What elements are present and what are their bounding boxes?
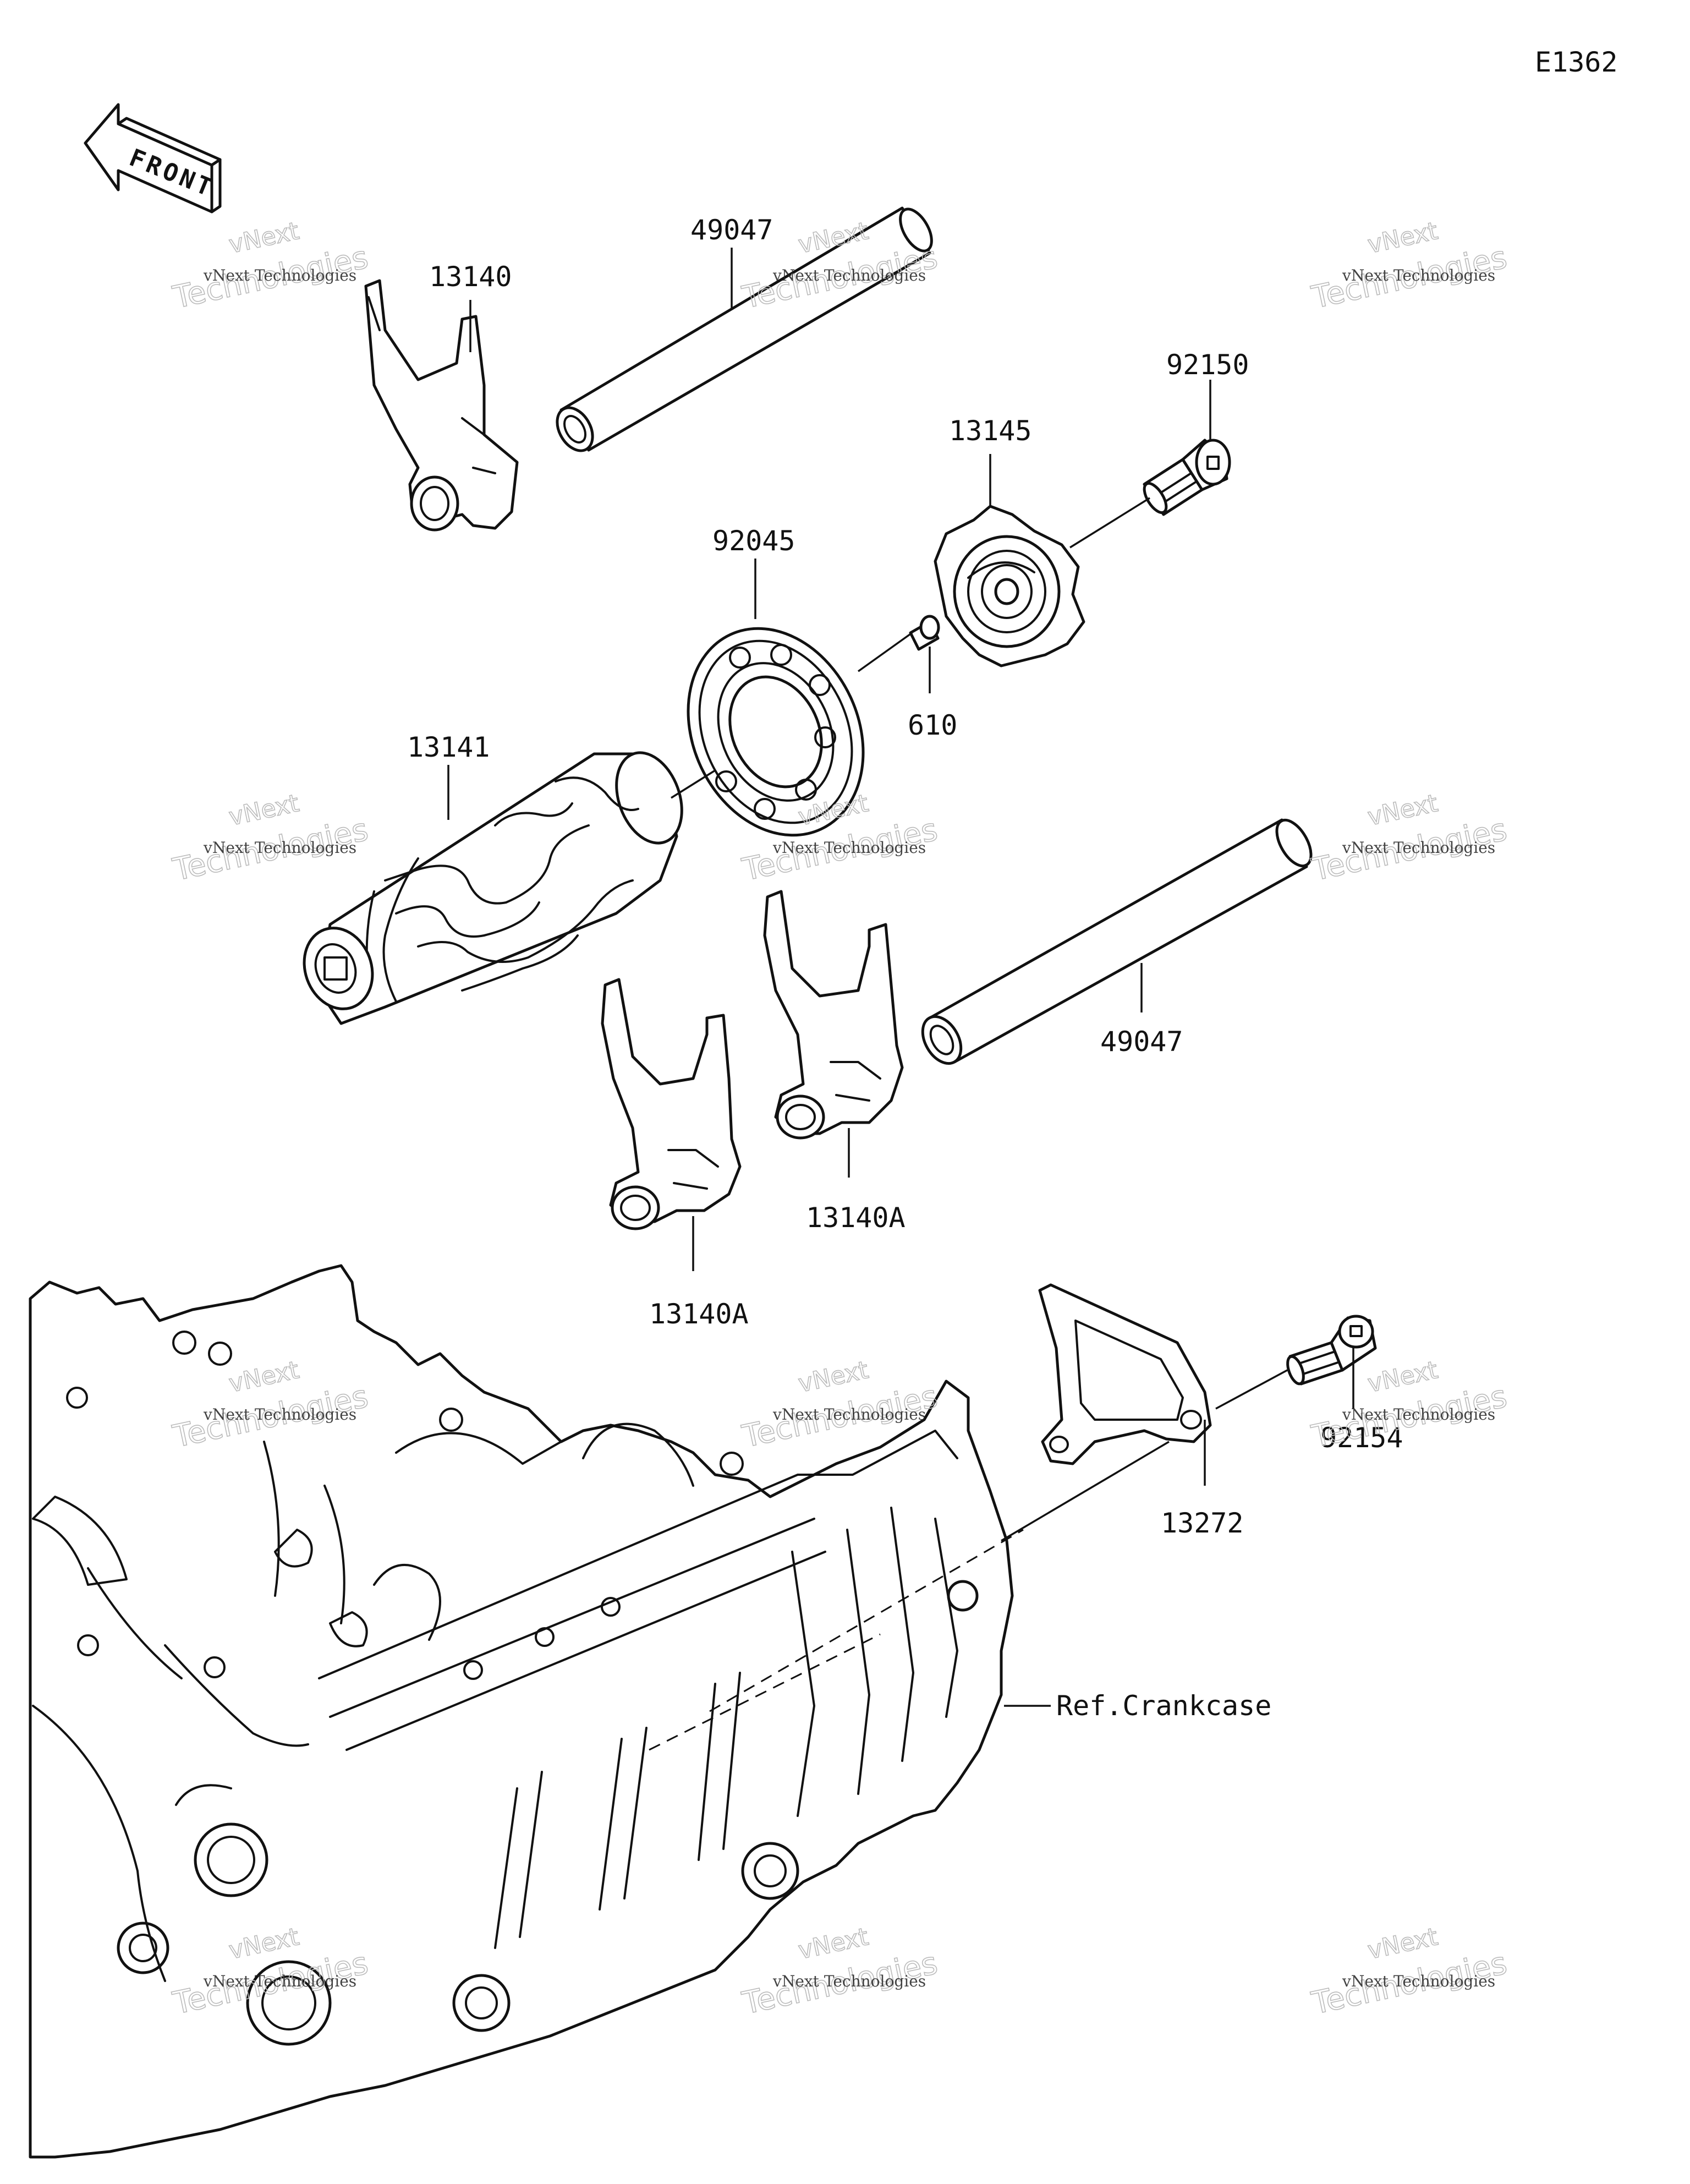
shift-drum-13141[interactable] (293, 743, 694, 1025)
svg-text:vNext Technologies: vNext Technologies (1342, 1405, 1495, 1424)
label-610: 610 (908, 709, 957, 741)
label-ref-crankcase: Ref.Crankcase (1056, 1690, 1271, 1722)
label-13140a-left: 13140A (649, 1298, 749, 1330)
svg-text:vNext Technologies: vNext Technologies (203, 1972, 356, 1990)
shift-rod-upper[interactable] (550, 204, 938, 457)
shift-fork-13140a-left[interactable] (601, 978, 742, 1230)
shift-fork-13140[interactable] (364, 279, 519, 532)
shift-fork-13140a-right[interactable] (763, 890, 904, 1140)
svg-text:vNext: vNext (227, 217, 301, 259)
label-92150: 92150 (1166, 349, 1249, 381)
svg-text:vNext Technologies: vNext Technologies (203, 1405, 356, 1424)
svg-text:vNext: vNext (1365, 1923, 1440, 1965)
stopper-13145[interactable] (934, 505, 1085, 667)
svg-text:vNext: vNext (1365, 789, 1440, 831)
diagram-code: E1362 (1535, 46, 1618, 78)
svg-text:vNext Technologies: vNext Technologies (1342, 266, 1495, 284)
svg-text:vNext Technologies: vNext Technologies (772, 839, 926, 857)
svg-text:vNext Technologies: vNext Technologies (772, 1405, 926, 1424)
label-92045: 92045 (712, 525, 795, 557)
svg-text:vNext Technologies: vNext Technologies (772, 1972, 926, 1990)
svg-text:vNext Technologies: vNext Technologies (1342, 839, 1495, 857)
label-13145: 13145 (949, 415, 1032, 447)
bearing-92045[interactable] (656, 600, 896, 864)
svg-text:vNext: vNext (1365, 1356, 1440, 1398)
svg-text:vNext: vNext (227, 789, 301, 831)
label-92154: 92154 (1320, 1422, 1403, 1454)
label-13272: 13272 (1161, 1507, 1244, 1539)
label-13140a-right: 13140A (806, 1202, 906, 1234)
svg-text:vNext Technologies: vNext Technologies (203, 839, 356, 857)
label-49047-upper: 49047 (690, 214, 773, 246)
label-13141: 13141 (407, 731, 490, 763)
svg-text:vNext: vNext (796, 1923, 871, 1965)
shift-rod-lower[interactable] (915, 814, 1318, 1070)
svg-text:vNext: vNext (1365, 217, 1440, 259)
plate-13272[interactable] (1038, 1283, 1212, 1465)
svg-text:vNext Technologies: vNext Technologies (203, 266, 356, 284)
leader-lines (447, 248, 1354, 1707)
bolt-92154[interactable] (1285, 1315, 1377, 1386)
pin-610[interactable] (909, 615, 940, 651)
bolt-92150[interactable] (1140, 439, 1231, 516)
crankcase-reference (29, 1264, 1024, 2159)
label-49047-lower: 49047 (1100, 1026, 1183, 1058)
label-13140: 13140 (429, 261, 512, 293)
svg-text:vNext Technologies: vNext Technologies (1342, 1972, 1495, 1990)
svg-text:vNext Technologies: vNext Technologies (772, 266, 926, 284)
front-arrow-icon: FRONT (84, 103, 222, 214)
svg-text:vNext: vNext (796, 1356, 871, 1398)
